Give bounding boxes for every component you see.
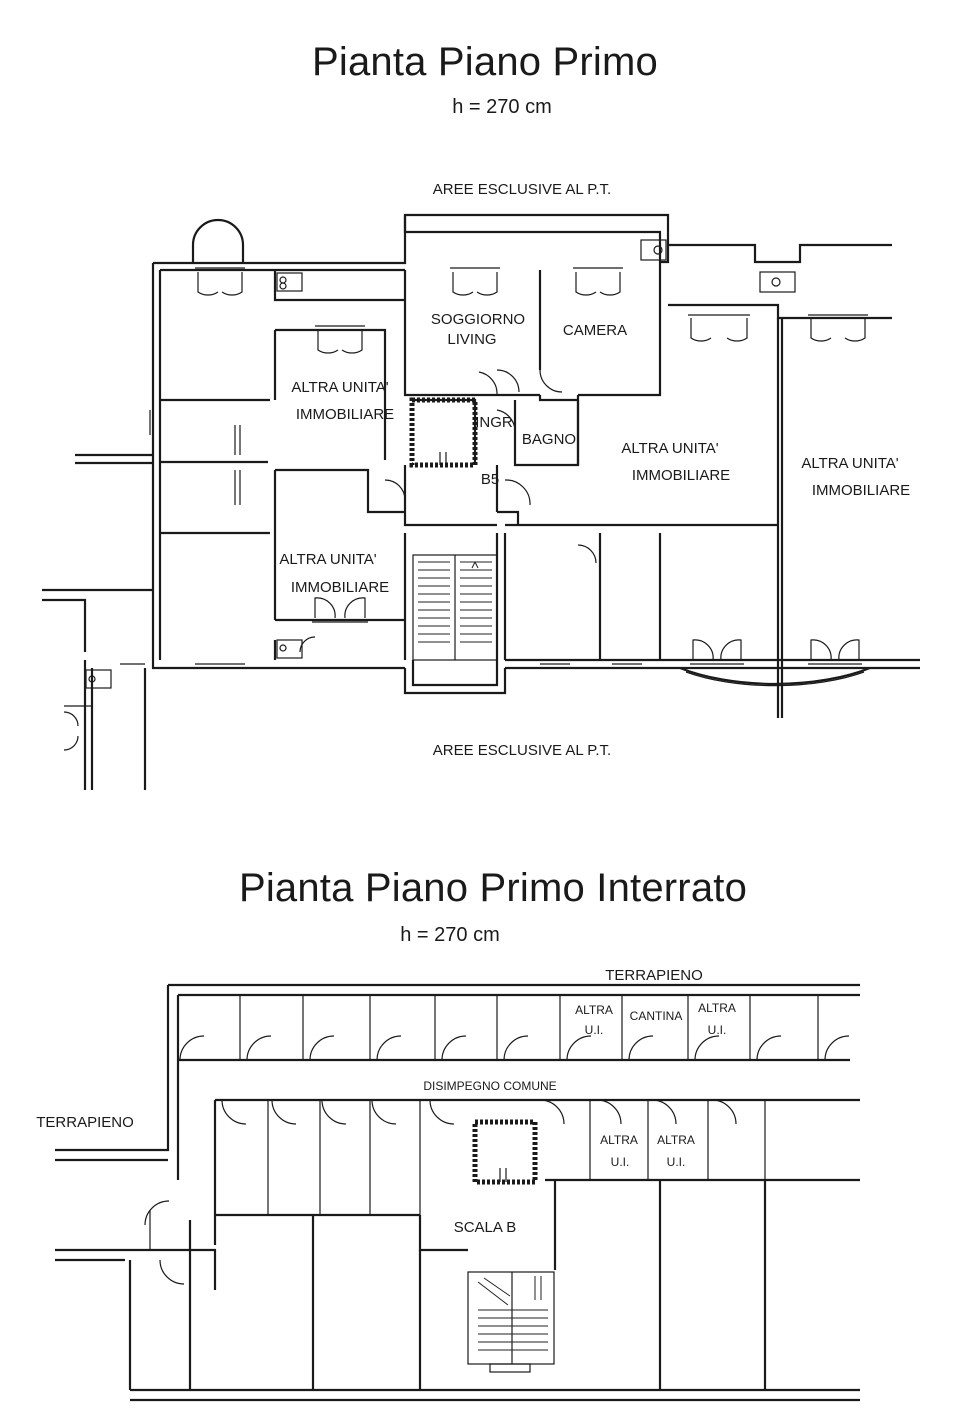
first-floor-plan: AREE ESCLUSIVE AL P.T. AREE ESCLUSIVE AL… xyxy=(42,181,920,790)
first-floor-windows xyxy=(63,267,868,751)
label-altra4-b: IMMOBILIARE xyxy=(291,579,389,596)
first-floor-labels: AREE ESCLUSIVE AL P.T. AREE ESCLUSIVE AL… xyxy=(279,181,910,759)
plan-title-first-floor: Pianta Piano Primo xyxy=(311,40,658,84)
label-aree-top: AREE ESCLUSIVE AL P.T. xyxy=(433,181,611,198)
label-altra-4: ALTRA xyxy=(657,1133,695,1147)
label-ui-4: U.I. xyxy=(667,1155,686,1169)
label-terrapieno-top: TERRAPIENO xyxy=(605,967,703,984)
label-b5: B5 xyxy=(481,471,499,488)
cellar-partitions-bottom xyxy=(144,1099,766,1285)
label-altra-1: ALTRA xyxy=(575,1003,613,1017)
label-ui-3: U.I. xyxy=(611,1155,630,1169)
label-bagno: BAGNO xyxy=(522,431,576,448)
label-ui-2: U.I. xyxy=(708,1023,727,1037)
lift-shaft-basement xyxy=(472,1119,538,1185)
label-altra1-b: IMMOBILIARE xyxy=(296,406,394,423)
lift-shaft xyxy=(409,397,478,468)
plan-title-basement: Pianta Piano Primo Interrato xyxy=(238,866,748,910)
label-scala-b: SCALA B xyxy=(454,1219,517,1236)
label-camera: CAMERA xyxy=(563,322,627,339)
basement-walls xyxy=(55,983,860,1402)
label-altra-3: ALTRA xyxy=(600,1133,638,1147)
label-aree-bottom: AREE ESCLUSIVE AL P.T. xyxy=(433,742,611,759)
label-altra3-a: ALTRA UNITA' xyxy=(801,455,898,472)
stair-first-floor xyxy=(412,554,498,661)
landing-first-floor xyxy=(403,465,499,527)
label-disimpegno: DISIMPEGNO COMUNE xyxy=(423,1079,556,1093)
cellar-partitions-top xyxy=(179,995,850,1061)
label-ingr: INGR xyxy=(475,414,513,431)
label-altra-2: ALTRA xyxy=(698,1001,736,1015)
basement-labels: TERRAPIENO TERRAPIENO DISIMPEGNO COMUNE … xyxy=(36,967,736,1236)
stair-basement xyxy=(467,1271,555,1373)
label-altra2-b: IMMOBILIARE xyxy=(632,467,730,484)
label-altra3-b: IMMOBILIARE xyxy=(812,482,910,499)
basement-plan: TERRAPIENO TERRAPIENO DISIMPEGNO COMUNE … xyxy=(36,967,860,1402)
first-floor-doors xyxy=(299,369,597,653)
label-cantina: CANTINA xyxy=(630,1009,683,1023)
label-altra2-a: ALTRA UNITA' xyxy=(621,440,718,457)
label-soggiorno: SOGGIORNO xyxy=(431,311,525,328)
label-terrapieno-left: TERRAPIENO xyxy=(36,1114,134,1131)
label-ui-1: U.I. xyxy=(585,1023,604,1037)
height-note-first-floor: h = 270 cm xyxy=(452,96,552,118)
label-altra1-a: ALTRA UNITA' xyxy=(291,379,388,396)
height-note-basement: h = 270 cm xyxy=(400,924,500,946)
label-altra4-a: ALTRA UNITA' xyxy=(279,551,376,568)
balconies xyxy=(191,218,871,687)
label-living: LIVING xyxy=(447,331,496,348)
first-floor-walls xyxy=(42,213,920,790)
ventilation-ducts xyxy=(85,239,796,689)
